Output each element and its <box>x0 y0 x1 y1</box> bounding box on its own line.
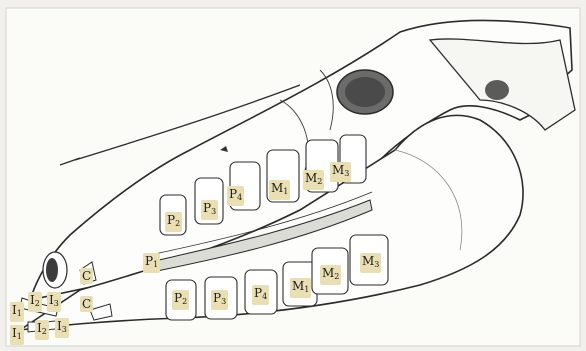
label-lower-I2: I2 <box>35 320 49 340</box>
label-lower-M3: M3 <box>360 253 381 273</box>
label-upper-I3: I3 <box>47 292 61 312</box>
label-upper-P1: P1 <box>143 253 160 273</box>
label-lower-M2: M2 <box>320 265 341 285</box>
label-lower-I3: I3 <box>55 318 69 338</box>
label-upper-P4: P4 <box>227 186 244 206</box>
label-lower-M1: M1 <box>290 278 311 298</box>
label-upper-P3: P3 <box>201 200 218 220</box>
label-upper-I2: I2 <box>28 292 42 312</box>
label-upper-M2: M2 <box>303 170 324 190</box>
label-upper-C: C <box>80 268 93 284</box>
label-lower-P3: P3 <box>211 290 228 310</box>
label-upper-I1: I1 <box>10 302 24 322</box>
label-lower-I1: I1 <box>10 325 24 345</box>
label-lower-P4: P4 <box>252 285 269 305</box>
label-lower-C: C <box>80 296 93 312</box>
label-lower-P2: P2 <box>172 290 189 310</box>
label-upper-M3: M3 <box>330 162 351 182</box>
label-upper-P2: P2 <box>165 212 182 232</box>
label-upper-M1: M1 <box>269 180 290 200</box>
